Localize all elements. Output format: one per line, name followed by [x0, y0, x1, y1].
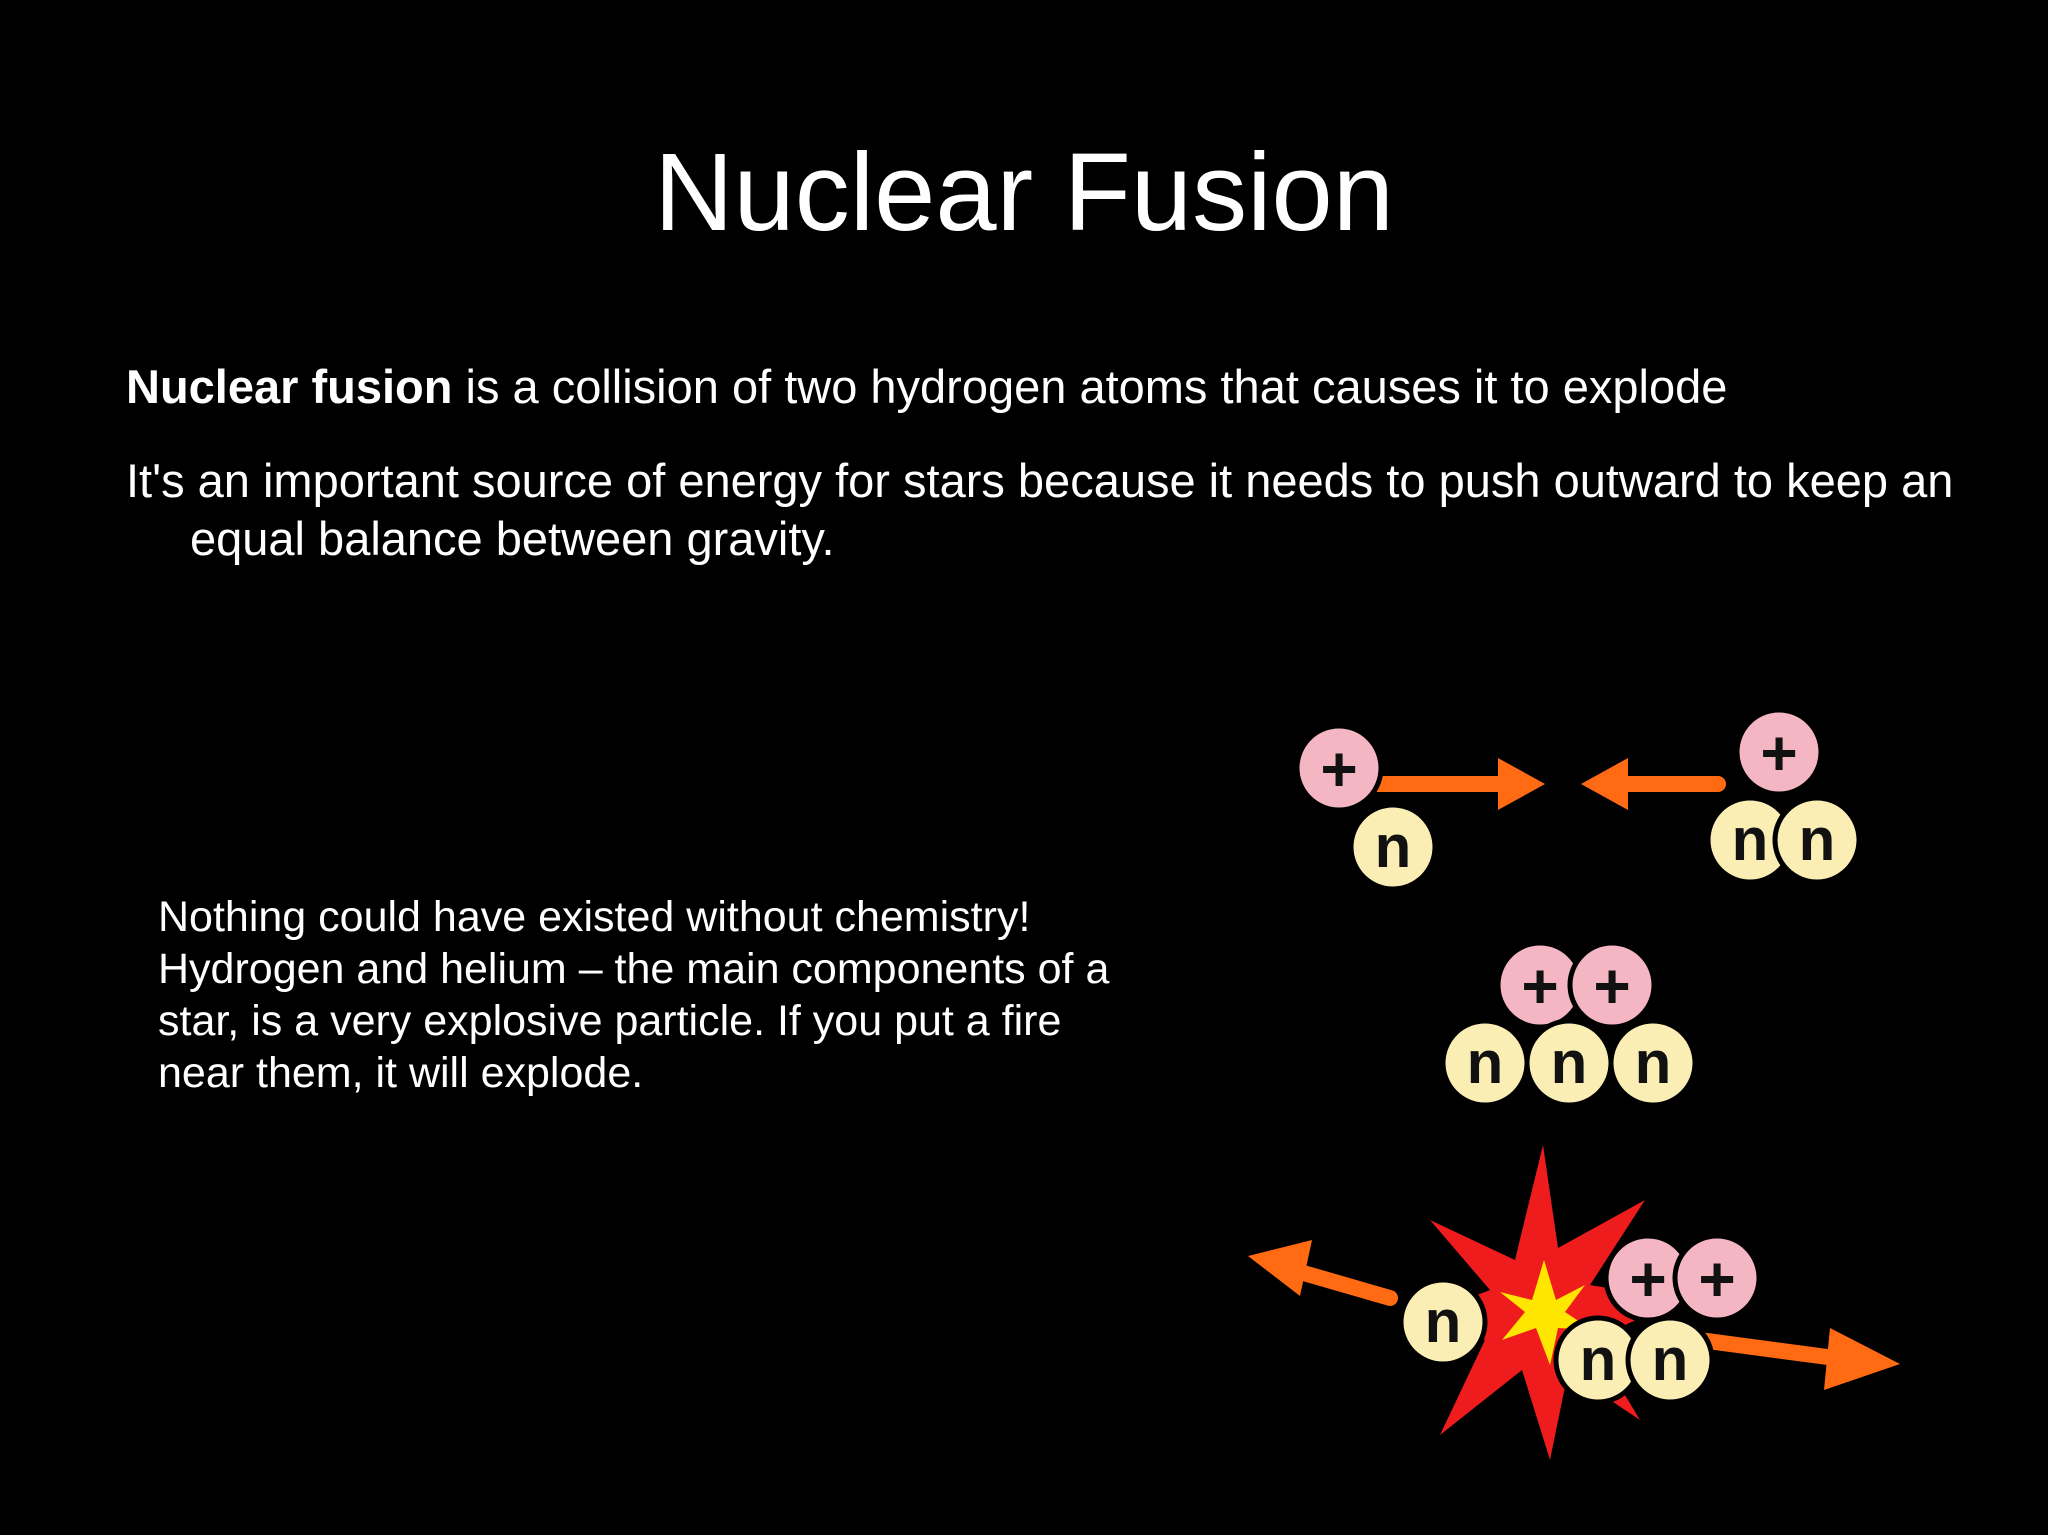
- proton: +: [1294, 723, 1384, 813]
- svg-text:+: +: [1698, 1243, 1735, 1315]
- svg-text:n: n: [1425, 1288, 1462, 1355]
- neutron: n: [1772, 795, 1862, 885]
- svg-text:+: +: [1629, 1243, 1666, 1315]
- neutron: n: [1398, 1277, 1488, 1367]
- arrow-out-right-icon: [1692, 1328, 1900, 1390]
- bullet-item-importance: It's an important source of energy for s…: [126, 452, 1956, 568]
- svg-text:+: +: [1760, 717, 1797, 789]
- neutron: n: [1440, 1018, 1530, 1108]
- svg-text:n: n: [1635, 1029, 1672, 1096]
- stage-1-approach: + n + n n: [1294, 707, 1862, 892]
- svg-text:n: n: [1580, 1326, 1617, 1393]
- proton: +: [1672, 1233, 1762, 1323]
- neutron: n: [1625, 1315, 1715, 1405]
- proton: +: [1603, 1233, 1693, 1323]
- arrow-left-icon: [1581, 758, 1726, 810]
- bullet-text: is a collision of two hydrogen atoms tha…: [452, 360, 1728, 413]
- neutron: n: [1553, 1315, 1643, 1405]
- svg-text:n: n: [1467, 1029, 1504, 1096]
- proton: +: [1734, 707, 1824, 797]
- neutron: n: [1524, 1018, 1614, 1108]
- side-note: Nothing could have existed without chemi…: [158, 893, 1110, 1097]
- svg-text:+: +: [1593, 950, 1630, 1022]
- neutron: n: [1608, 1018, 1698, 1108]
- neutron: n: [1705, 795, 1795, 885]
- svg-text:n: n: [1375, 813, 1412, 880]
- svg-text:+: +: [1521, 950, 1558, 1022]
- bullet-text: It's an important source of energy for s…: [126, 454, 1954, 565]
- neutron: n: [1348, 802, 1438, 892]
- bullet-list: Nuclear fusion is a collision of two hyd…: [126, 358, 1956, 568]
- svg-text:n: n: [1732, 806, 1769, 873]
- stage-3-explosion: n + + n n: [1248, 1145, 1900, 1460]
- svg-text:n: n: [1551, 1029, 1588, 1096]
- proton: +: [1567, 940, 1657, 1030]
- svg-text:n: n: [1652, 1326, 1689, 1393]
- arrow-out-left-icon: [1248, 1240, 1398, 1306]
- fusion-diagram: + n + n n: [1240, 700, 1920, 1480]
- slide-title: Nuclear Fusion: [654, 131, 1394, 254]
- svg-text:n: n: [1799, 806, 1836, 873]
- svg-text:+: +: [1320, 733, 1357, 805]
- bullet-bold-lead: Nuclear fusion: [126, 360, 453, 413]
- stage-2-combined: + + n n n: [1440, 940, 1698, 1108]
- bullet-item-definition: Nuclear fusion is a collision of two hyd…: [126, 358, 1956, 416]
- fusion-diagram-svg: + n + n n: [1248, 707, 1900, 1460]
